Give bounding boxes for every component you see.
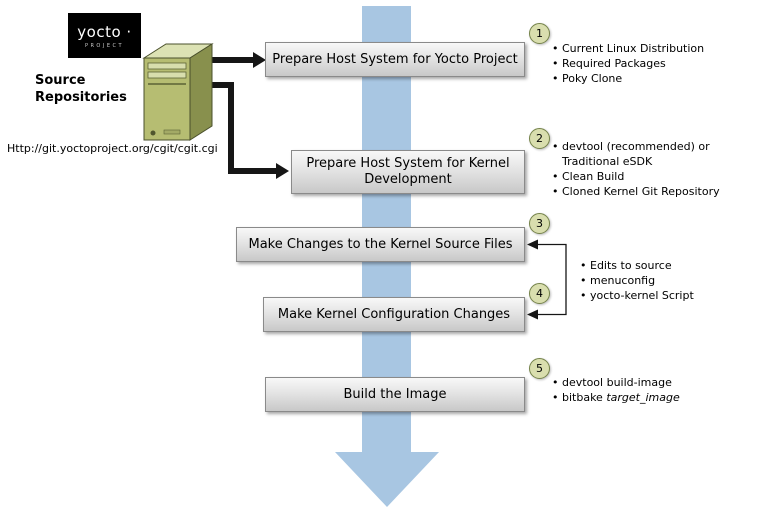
bullet-italic-text: target_image <box>606 391 680 404</box>
bullet-item: menuconfig <box>578 273 728 288</box>
connector-to-step2 <box>205 82 276 174</box>
step-box-prepare-host-kernel: Prepare Host System for Kernel Developme… <box>291 150 525 194</box>
step-number-4: 4 <box>529 283 550 304</box>
server-power-button <box>150 130 156 136</box>
bracket-line <box>538 243 567 316</box>
bullet-item: bitbake target_image <box>550 390 755 405</box>
connector-arrowhead-step1 <box>253 52 266 68</box>
bullet-item: Required Packages <box>550 56 755 71</box>
server-vent <box>163 129 181 135</box>
bullet-item: Cloned Kernel Git Repository <box>550 184 742 199</box>
connector-arrowhead-step2 <box>276 163 289 179</box>
step-number-5: 5 <box>529 358 550 379</box>
bullet-item: Edits to source <box>578 258 728 273</box>
server-drive-bay <box>147 62 187 70</box>
yocto-logo: yocto · PROJECT <box>68 13 141 58</box>
step-number-2: 2 <box>529 128 550 149</box>
step-box-prepare-host-yocto: Prepare Host System for Yocto Project <box>265 42 525 77</box>
step-number-1: 1 <box>529 23 550 44</box>
bullet-item: devtool build-image <box>550 375 755 390</box>
step-number-3: 3 <box>529 213 550 234</box>
step-1-bullet-list: Current Linux Distribution Required Pack… <box>550 41 755 86</box>
step-box-build-image: Build the Image <box>265 377 525 412</box>
source-repositories-url: Http://git.yoctoproject.org/cgit/cgit.cg… <box>7 142 218 155</box>
yocto-logo-subtext: PROJECT <box>84 42 125 49</box>
bullet-item: Clean Build <box>550 169 742 184</box>
bullet-text: devtool build-image <box>562 376 672 389</box>
source-repositories-label: Source Repositories <box>35 73 127 105</box>
step-box-make-config-changes: Make Kernel Configuration Changes <box>263 297 525 332</box>
bracket-arrowhead-step4 <box>527 309 538 320</box>
bullet-text: bitbake <box>562 391 607 404</box>
yocto-logo-text: yocto · <box>77 22 132 41</box>
bullet-item: Poky Clone <box>550 71 755 86</box>
step-box-make-source-changes: Make Changes to the Kernel Source Files <box>236 227 525 262</box>
steps-3-4-shared-bullet-list: Edits to source menuconfig yocto-kernel … <box>578 258 728 303</box>
server-drive-bay <box>147 71 187 79</box>
bracket-arrowhead-step3 <box>527 239 538 250</box>
bullet-item: devtool (recommended) or Traditional eSD… <box>550 139 742 169</box>
source-repository-server-icon <box>142 43 214 141</box>
step-2-bullet-list: devtool (recommended) or Traditional eSD… <box>550 139 742 199</box>
step-5-bullet-list: devtool build-image bitbake target_image <box>550 375 755 405</box>
bullet-item: yocto-kernel Script <box>578 288 728 303</box>
bullet-item: Current Linux Distribution <box>550 41 755 56</box>
